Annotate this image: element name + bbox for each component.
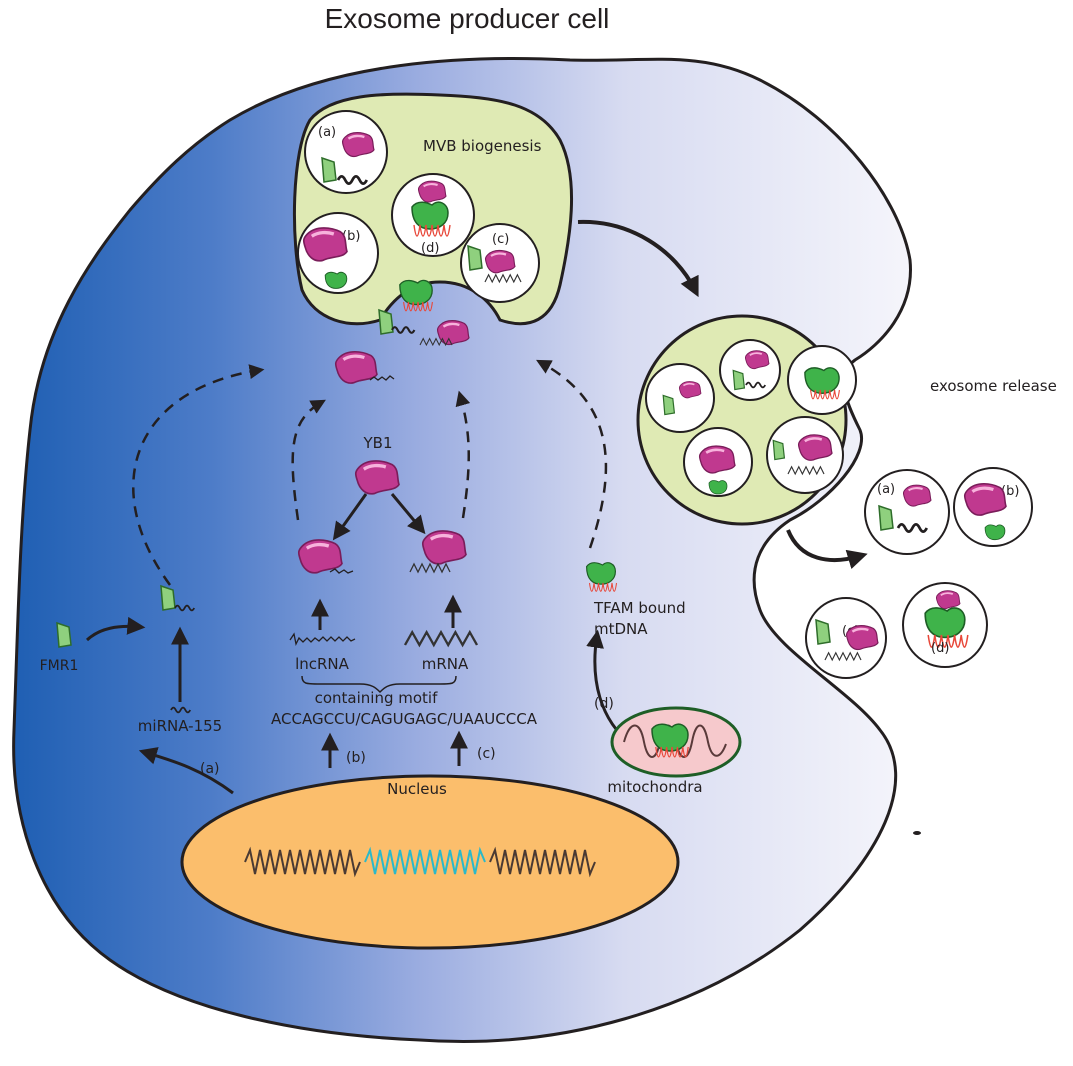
tfam-label-line2: mtDNA	[594, 620, 648, 638]
nucleus	[180, 774, 680, 950]
motif-bracket	[301, 675, 457, 694]
exosome-release-label: exosome release	[930, 377, 1057, 395]
budding-yb1-mrna	[436, 319, 471, 346]
svg-text:(c): (c)	[477, 746, 496, 762]
mirna-label: miRNA-155	[138, 717, 222, 735]
svg-text:(d): (d)	[421, 241, 439, 256]
speck	[913, 831, 921, 835]
yb1-protein	[354, 459, 401, 496]
exosome-c: (c)	[805, 597, 887, 679]
mvb-label: MVB biogenesis	[423, 137, 542, 155]
fmr1-arrow	[85, 616, 146, 642]
motif-sequence: ACCAGCCU/CAGUGAGC/UAAUCCCA	[271, 710, 538, 728]
svg-text:(a): (a)	[877, 482, 895, 497]
yb1-mrna-complex	[421, 529, 468, 566]
mvb-vesicle-c: (c)	[460, 223, 540, 303]
mvb-vesicle-d: (d)	[391, 173, 475, 257]
svg-text:(d): (d)	[594, 696, 614, 712]
svg-text:(a): (a)	[200, 761, 220, 777]
mvb-to-membrane-arrow	[577, 219, 699, 298]
mitochondria-label: mitochondra	[607, 778, 702, 796]
lncrna-label: lncRNA	[295, 655, 350, 673]
svg-text:(a): (a)	[318, 125, 336, 140]
dashed-arrow-a	[132, 364, 265, 586]
fmr1-mirna-complex	[160, 585, 176, 611]
svg-text:(b): (b)	[342, 229, 360, 244]
mvb-vesicle-a: (a)	[304, 110, 388, 194]
nucleus-label: Nucleus	[387, 780, 447, 798]
nucleus-to-mirna-arrow	[138, 747, 234, 795]
yb1-to-lncrna-arrow	[332, 493, 368, 541]
yb1-lncrna-near-mvb	[334, 350, 379, 385]
svg-text:(d): (d)	[931, 641, 949, 656]
svg-text:(c): (c)	[492, 232, 509, 247]
budding-fmr1	[378, 309, 394, 335]
fmr1-protein	[56, 622, 72, 648]
fmr1-label: FMR1	[40, 658, 79, 674]
yb1-to-mrna-arrow	[390, 493, 426, 535]
release-arrow	[786, 529, 868, 570]
mrna-label: mRNA	[422, 655, 469, 673]
budding-tfam	[399, 279, 433, 306]
exosome-b: (b)	[953, 467, 1033, 547]
tfam-protein	[585, 562, 617, 585]
mvb-vesicle-b: (b)	[297, 212, 379, 294]
yb1-lncrna-complex	[297, 538, 344, 575]
exosome-d: (d)	[902, 582, 988, 668]
release-mvb-vesicles	[645, 339, 857, 497]
motif-caption: containing motif	[315, 689, 438, 707]
lncrna-strand	[289, 632, 356, 646]
dashed-arrow-b	[291, 399, 326, 521]
tfam-label-line1: TFAM bound	[593, 599, 686, 617]
svg-text:(b): (b)	[1001, 484, 1019, 499]
genomic-dna	[244, 846, 596, 878]
exosome-a: (a)	[864, 469, 950, 555]
diagram-title: Exosome producer cell	[325, 3, 610, 34]
yb1-label: YB1	[363, 434, 393, 452]
svg-text:(b): (b)	[346, 750, 366, 766]
mitochondrion	[610, 706, 742, 778]
